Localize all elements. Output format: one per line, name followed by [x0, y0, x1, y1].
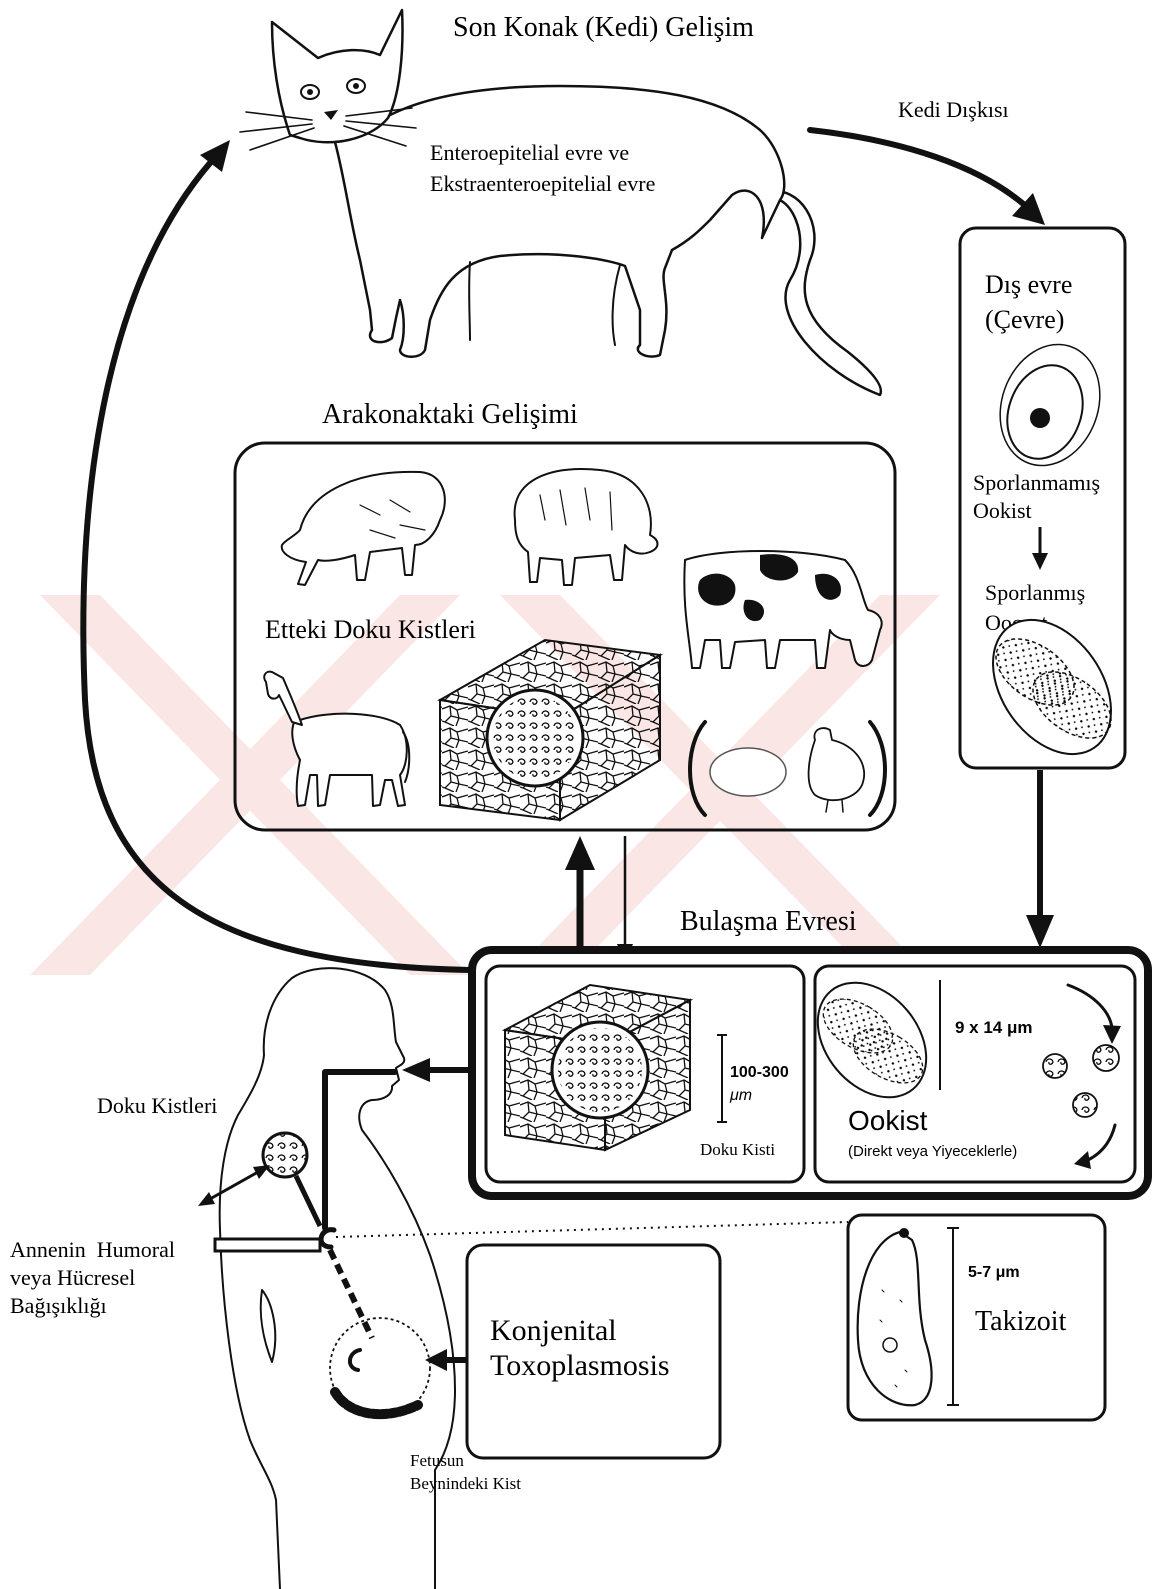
- cyst-to-blood-line: [296, 1176, 320, 1226]
- fetus-illustration: [330, 1318, 430, 1418]
- arm: [261, 1290, 276, 1362]
- pregnant-woman-illustration: [220, 968, 455, 1589]
- tachyzoite-size: 5-7 μm: [968, 1264, 1020, 1281]
- arrowhead: [198, 1192, 215, 1206]
- congenital-arrow: [425, 1349, 468, 1371]
- oocyst-label: Ookist: [848, 1105, 928, 1136]
- ingestion-arrow: [402, 1058, 470, 1082]
- tachyzoite-in-blood: [321, 1230, 334, 1247]
- unsporulated-oocyst-label-line2: Ookist: [973, 498, 1032, 523]
- unsporulated-oocyst-illustration: [984, 330, 1117, 479]
- tissue-cyst-label: Doku Kisti: [700, 1140, 775, 1159]
- cat-feces-label: Kedi Dışkısı: [898, 97, 1009, 122]
- fetal-brain-cyst: [350, 1350, 360, 1370]
- meat-tissue-cyst-illustration: [440, 640, 660, 820]
- cat-feces-arrow: [810, 130, 1045, 225]
- external-stage-title-line2: (Çevre): [985, 305, 1064, 334]
- tissue-cysts-in-meat-label: Etteki Doku Kistleri: [265, 615, 476, 644]
- sporozoite: [1043, 1054, 1067, 1078]
- sporozoite: [1073, 1093, 1097, 1117]
- arrowhead: [425, 1349, 447, 1371]
- oocyst-to-transmission-arrow: [1026, 770, 1054, 948]
- oocyst-route: (Direkt veya Yiyeceklerle): [848, 1143, 1017, 1160]
- cat-stage-line1: Enteroepitelial evre ve: [430, 140, 629, 165]
- human-tissue-cyst: [263, 1133, 307, 1177]
- sheep-illustration: [515, 469, 658, 585]
- congenital-line2: Toxoplasmosis: [490, 1349, 670, 1382]
- small-pig: [710, 748, 786, 796]
- placenta: [335, 1392, 418, 1414]
- cat-stage-line2: Ekstraenteroepitelial evre: [430, 171, 655, 196]
- maternal-immunity-line3: Bağışıklığı: [10, 1293, 107, 1318]
- chicken: [809, 728, 865, 800]
- fetal-cyst-label-line1: Fetusun: [410, 1451, 464, 1470]
- transplacental-route: [330, 1250, 372, 1338]
- cat-illustration: [240, 10, 881, 395]
- maternal-immunity-line1: Annenin Humoral: [10, 1237, 175, 1262]
- definitive-host-title: Son Konak (Kedi) Gelişim: [453, 12, 754, 43]
- arrowhead: [402, 1058, 430, 1082]
- tissue-cyst-double-arrow: [198, 1165, 270, 1206]
- fetal-cyst-label-line2: Beynindeki Kist: [410, 1474, 521, 1493]
- maternal-immunity-bar: [215, 1239, 320, 1251]
- cow-illustration: [684, 551, 881, 668]
- sporozoite: [1093, 1045, 1119, 1071]
- arrowhead: [1032, 553, 1048, 570]
- bracket-right: [870, 722, 885, 815]
- human-tissue-cysts-label: Doku Kistleri: [97, 1093, 217, 1118]
- cyst-size-line1: 100-300: [730, 1064, 789, 1081]
- oocyst-size: 9 x 14 μm: [955, 1018, 1033, 1037]
- congenital-line1: Konjenital: [490, 1314, 617, 1347]
- body-front-outline: [292, 968, 455, 1589]
- transmission-title: Bulaşma Evresi: [680, 906, 857, 937]
- dotted-connector: [336, 1222, 848, 1237]
- cat-head: [272, 10, 402, 142]
- arrowhead: [1026, 915, 1054, 948]
- cat-hind-leg: [469, 262, 620, 345]
- cat-tail: [760, 191, 881, 395]
- infection-route-line: [325, 1072, 395, 1228]
- arrowhead: [565, 836, 595, 870]
- sporulation-arrow: [1032, 527, 1048, 570]
- maternal-immunity-line2: veya Hücresel: [10, 1265, 135, 1290]
- sporulated-oocyst-label-line1: Sporlanmış: [985, 580, 1085, 605]
- body-back-outline: [220, 978, 292, 1589]
- unsporulated-oocyst-label-line1: Sporlanmamış: [973, 470, 1100, 495]
- pig-illustration: [282, 472, 445, 585]
- arrowhead: [253, 1165, 270, 1179]
- cat-left-pupil: [307, 89, 313, 95]
- tachyzoite-label: Takizoit: [975, 1306, 1067, 1337]
- cyst-size-line2: μm: [729, 1087, 752, 1104]
- cat-right-pupil: [353, 83, 359, 89]
- intermediate-host-title: Arakonaktaki Gelişimi: [322, 399, 578, 430]
- external-stage-title-line1: Dış evre: [985, 270, 1072, 299]
